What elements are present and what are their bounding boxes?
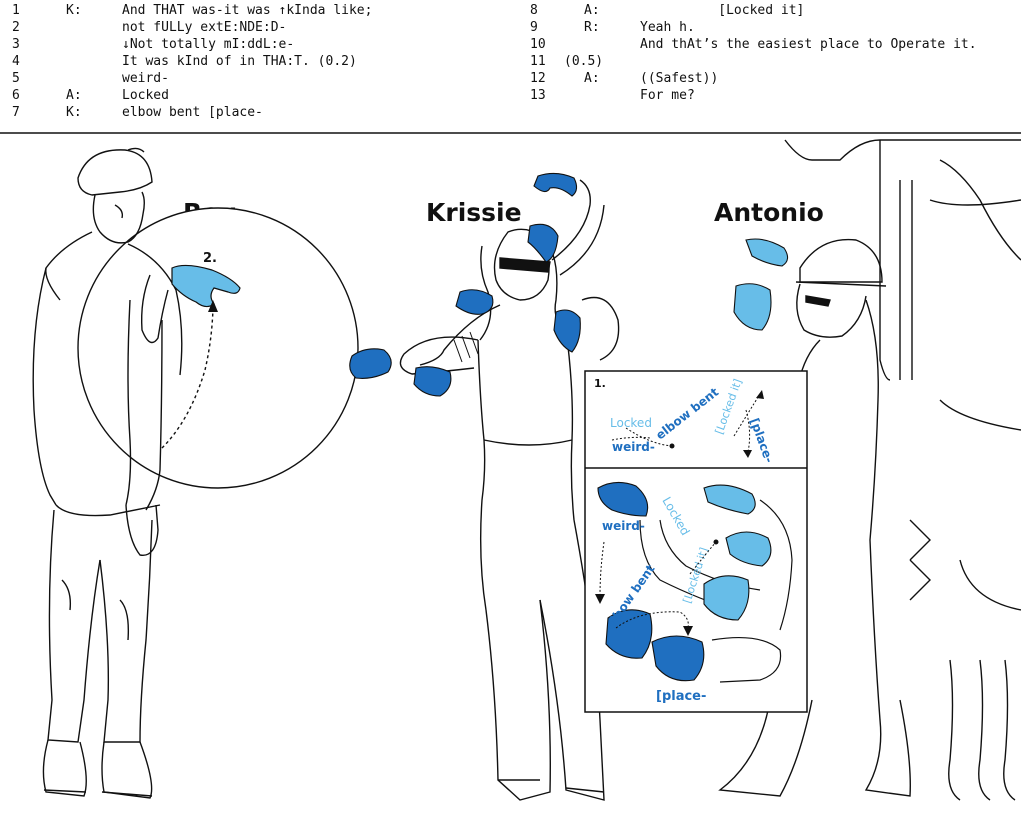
line-number: 3 (12, 37, 20, 52)
speaker-label: A: (584, 71, 600, 86)
inset-hand-bottom-mid (651, 635, 705, 682)
utterance: weird- (122, 71, 169, 86)
line-number: 12 (530, 71, 546, 86)
line-number: 6 (12, 88, 20, 103)
krissie-hand-overhead (533, 172, 578, 197)
utterance: For me? (640, 88, 695, 103)
transcript-line: 1 K: And THAT was-it was ↑kInda like; (12, 2, 492, 19)
antonio-hand-upper (745, 238, 789, 267)
speaker-label: A: (66, 88, 82, 103)
utterance: And THAT was-it was ↑kInda like; (122, 3, 373, 18)
line-number: 11 (530, 54, 546, 69)
transcript-line: 10 And thAt’s the easiest place to Operat… (530, 36, 1010, 53)
inset-bottom-weird: weird- (602, 519, 645, 533)
transcript-line: 12 A: ((Safest)) (530, 70, 1010, 87)
utterance: It was kInd of in THA:T. (0.2) (122, 54, 357, 69)
inset-top-weird: weird- (612, 440, 655, 454)
inset-top-marker: 1. (594, 377, 606, 390)
antonio-hand-lower (733, 283, 772, 331)
transcript-line: 3 ↓Not totally mI:ddL:e- (12, 36, 492, 53)
inset-top-locked: Locked (610, 416, 652, 430)
inset-hand-top-right (703, 484, 756, 515)
speaker-label: R: (584, 20, 600, 35)
krissie-hand-side (455, 289, 494, 315)
transcript-line: 7 K: elbow bent [place- (12, 104, 492, 121)
roy-gesture-marker: 2. (203, 251, 217, 266)
transcript-line: 4 It was kInd of in THA:T. (0.2) (12, 53, 492, 70)
utterance: not fULLy extE:NDE:D- (122, 20, 287, 35)
krissie-hand-chest (553, 309, 581, 353)
line-number: 13 (530, 88, 546, 103)
transcript-line: 9 R: Yeah h. (530, 19, 1010, 36)
transcript-line: 13 For me? (530, 87, 1010, 104)
name-krissie: Krissie (426, 198, 522, 227)
utterance: elbow bent [place- (122, 105, 263, 120)
utterance: ↓Not totally mI:ddL:e- (122, 37, 295, 52)
inset-hand-mid-right (725, 531, 772, 567)
speaker-label: (0.5) (564, 54, 604, 69)
inset-bottom-place: [place- (656, 689, 706, 704)
line-number: 2 (12, 20, 20, 35)
line-number: 8 (530, 3, 538, 18)
utterance: [Locked it] (640, 3, 805, 18)
krissie-hand-left-a (349, 348, 392, 379)
transcript-line: 5 weird- (12, 70, 492, 87)
line-number: 9 (530, 20, 538, 35)
krissie-hand-left-b (413, 366, 452, 397)
speaker-label: A: (584, 3, 600, 18)
line-number: 4 (12, 54, 20, 69)
inset-hand-top-left (597, 481, 649, 517)
line-number: 5 (12, 71, 20, 86)
name-antonio: Antonio (714, 198, 824, 227)
roy-figure (32, 147, 359, 799)
roy-gesture-circle (77, 207, 359, 489)
krissie-hand-forehead (527, 223, 559, 263)
speaker-label: K: (66, 105, 82, 120)
utterance: Yeah h. (640, 20, 695, 35)
line-number: 10 (530, 37, 546, 52)
line-number: 7 (12, 105, 20, 120)
roy-gesture-hand (171, 264, 241, 308)
inset-hand-bottom-left (605, 609, 653, 659)
utterance: ((Safest)) (640, 71, 719, 86)
speaker-label: K: (66, 3, 82, 18)
utterance: Locked (122, 88, 169, 103)
line-number: 1 (12, 3, 20, 18)
transcript-line: 11 (0.5) (530, 53, 1010, 70)
inset-hand-lower-right (703, 575, 750, 621)
utterance: And thAt’s the easiest place to Operate … (640, 37, 977, 52)
transcript-line: 8 A: [Locked it] (530, 2, 1010, 19)
transcript-line: 6 A: Locked (12, 87, 492, 104)
transcript-line: 2 not fULLy extE:NDE:D- (12, 19, 492, 36)
